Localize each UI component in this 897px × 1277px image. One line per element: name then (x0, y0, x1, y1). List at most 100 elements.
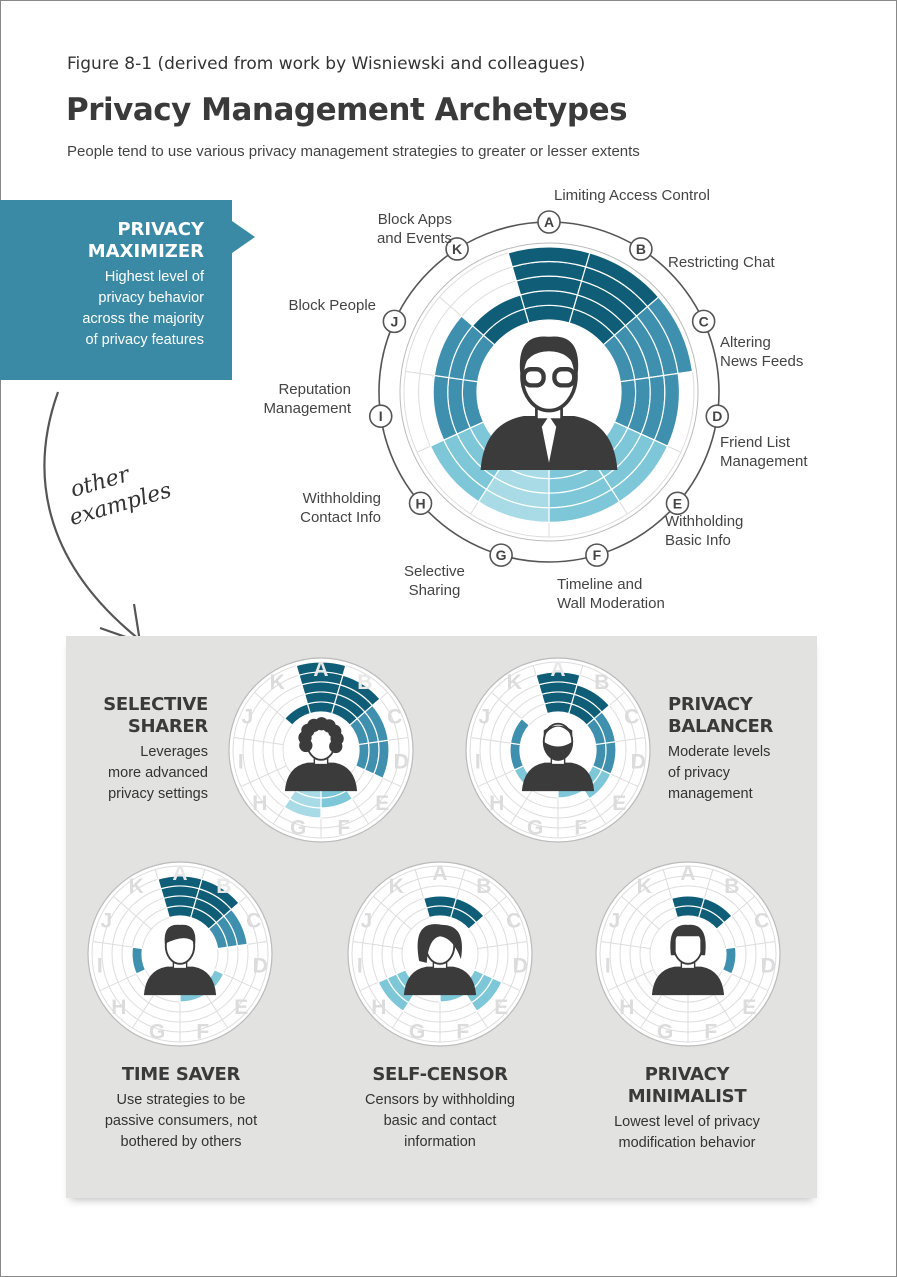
feature-label-line2: Contact Info (300, 509, 381, 526)
person-avatar-icon (521, 722, 595, 792)
feature-marker-A: A (537, 210, 561, 234)
archetype-privacy-minimalist: PRIVACY MINIMALIST Lowest level of priva… (587, 1064, 787, 1154)
desc-line: more advanced (108, 765, 208, 781)
wheel-letter-I: I (605, 955, 611, 978)
hair-shape (670, 924, 706, 956)
desc-line: Use strategies to be (116, 1092, 246, 1108)
feature-label-line1: Withholding (302, 490, 381, 507)
wheel-letter-H: H (252, 792, 267, 815)
segment-C-3 (222, 908, 248, 947)
feature-letter: G (496, 547, 507, 563)
glasses-icon (552, 367, 577, 388)
archetype-name: MINIMALIST (627, 1086, 747, 1107)
feature-letter: C (699, 313, 709, 329)
feature-label-B: Restricting Chat (668, 253, 775, 272)
archetype-self-censor: SELF-CENSOR Censors by withholding basic… (340, 1064, 540, 1153)
feature-label-line1: Restricting Chat (668, 254, 775, 271)
desc-line: bothered by others (120, 1134, 242, 1150)
wheel-letter-D: D (761, 955, 776, 978)
archetype-privacy-balancer: PRIVACY BALANCER Moderate levels of priv… (668, 694, 828, 805)
feature-marker-K: K (445, 237, 469, 261)
desc-line: Leverages (140, 744, 208, 760)
desc-line: Lowest level of privacy (614, 1114, 760, 1130)
feature-label-line1: Friend List (720, 434, 791, 451)
segment-B-2 (700, 897, 733, 924)
arrow-curve (43, 391, 141, 641)
shoulders-shape (403, 966, 477, 996)
feature-letter-circle (691, 309, 716, 334)
wheel-letter-H: H (489, 792, 504, 815)
segment-E-2 (583, 769, 612, 800)
feature-marker-B: B (629, 237, 653, 261)
banner-shape (0, 200, 255, 380)
feature-label-line2: Sharing (408, 582, 461, 599)
shoulders-shape (284, 762, 358, 792)
wheel-letter-J: J (241, 705, 253, 728)
maximizer-radial (399, 242, 699, 542)
archetype-name: SHARER (127, 716, 208, 737)
person-avatar-icon (143, 924, 217, 996)
segment-A-1 (543, 701, 573, 715)
banner-desc-line4: of privacy features (85, 332, 204, 348)
wheel-letter-I: I (238, 751, 244, 774)
grid-spoke (240, 765, 287, 788)
desc-line: modification behavior (618, 1135, 756, 1151)
segment-A-1 (673, 905, 703, 919)
feature-letter: D (712, 408, 722, 424)
feature-letter: I (379, 408, 383, 424)
feature-marker-E: E (665, 491, 690, 516)
feature-label-line1: Altering (720, 334, 771, 351)
person-avatar-icon (651, 924, 725, 996)
grid-spoke (621, 895, 660, 930)
archetype-description: Moderate levels of privacy management (668, 742, 828, 805)
hair-shape (543, 725, 573, 737)
wheel-letter-H: H (371, 996, 386, 1019)
archetype-name: SELECTIVE (103, 694, 208, 715)
segment-B-2 (452, 897, 485, 924)
wheel-letter-B: B (476, 875, 491, 898)
segment-A-2 (162, 895, 198, 909)
segment-A-2 (540, 691, 576, 705)
feature-label-A: Limiting Access Control (554, 186, 710, 205)
feature-letter-circle (665, 491, 690, 516)
desc-line: Censors by withholding (365, 1092, 515, 1108)
tie-shape (541, 416, 557, 463)
page-title: Privacy Management Archetypes (66, 92, 628, 128)
wheel-letter-G: G (290, 817, 306, 840)
segment-K-1 (283, 703, 312, 726)
segment-J-1 (509, 717, 531, 746)
segment-J-3 (433, 315, 474, 379)
wheel-letter-B: B (594, 671, 609, 694)
wheel-letter-D: D (631, 751, 646, 774)
segment-A-1 (425, 905, 455, 919)
banner-title-line2: MAXIMIZER (87, 241, 204, 262)
wheel-letter-C: C (624, 705, 639, 728)
banner-desc-line3: across the majority (82, 311, 204, 327)
segment-H-3 (377, 977, 410, 1013)
feature-letter-circle (408, 491, 433, 516)
segment-D-3 (372, 739, 390, 780)
figure-caption: Figure 8-1 (derived from work by Wisniew… (67, 54, 586, 74)
segment-C-5 (646, 296, 694, 375)
desc-line: Moderate levels (668, 744, 771, 760)
archetype-selective-sharer: SELECTIVE SHARER Leverages more advanced… (8, 694, 208, 805)
wheel-letter-K: K (389, 875, 404, 898)
wheel-letter-B: B (357, 671, 372, 694)
feature-label-J: Block People (288, 296, 376, 315)
wheel-letter-D: D (513, 955, 528, 978)
feature-letter-circle (368, 404, 393, 428)
wheel-letter-D: D (394, 751, 409, 774)
feature-letter: K (452, 241, 462, 257)
feature-label-line2: and Events (376, 230, 452, 247)
feature-label-line1: Limiting Access Control (554, 187, 710, 204)
wheel-letter-F: F (456, 1021, 469, 1044)
grid-spoke (477, 940, 528, 950)
archetype-name: TIME SAVER (121, 1064, 241, 1085)
wheel-letter-E: E (494, 996, 508, 1019)
feature-label-line2: News Feeds (720, 353, 804, 370)
maximizer-banner-text: PRIVACY MAXIMIZER Highest level of priva… (0, 219, 204, 351)
segment-E-3 (470, 977, 503, 1013)
